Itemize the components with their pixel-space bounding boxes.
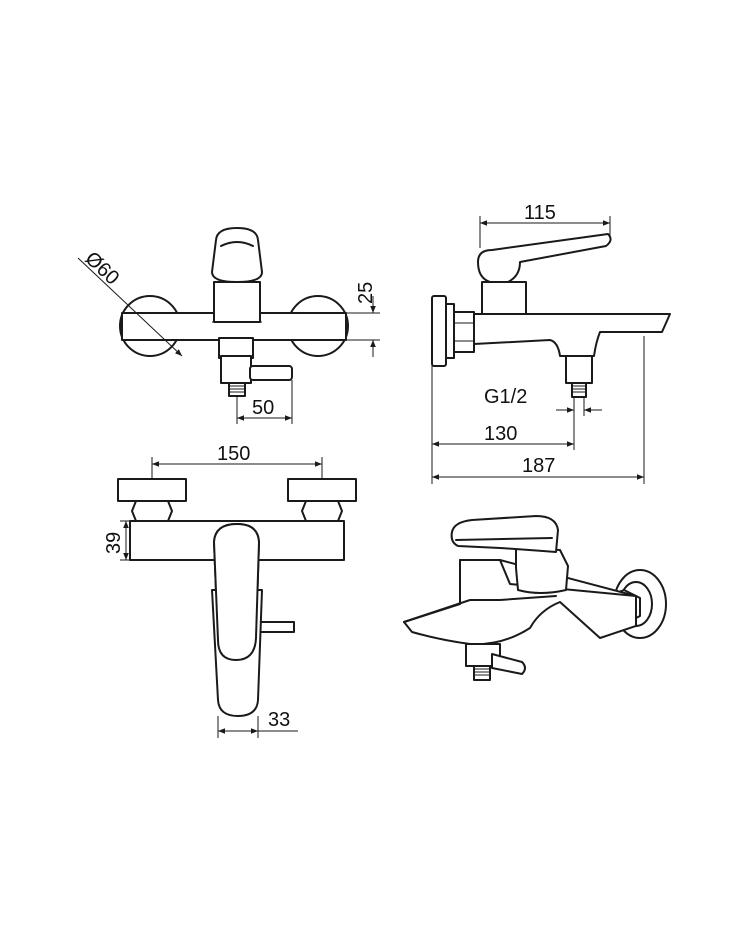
iso-diverter: [491, 653, 526, 675]
outlet-thread: [571, 382, 587, 398]
thread-lines: [229, 385, 245, 393]
spout-body: [473, 313, 671, 357]
outlet-body: [565, 355, 593, 384]
cartridge-body: [213, 281, 261, 323]
cartridge-housing: [481, 281, 527, 315]
right-escutcheon-front: [287, 478, 357, 502]
thread-label: G1/2: [484, 386, 527, 408]
iso-body-edges: [459, 559, 637, 605]
side-view: 115 G1/2 130 187: [431, 202, 671, 484]
diameter-leader: [77, 257, 183, 357]
side-outlet-label: 130: [484, 423, 517, 445]
centres-label: 150: [217, 443, 250, 465]
isometric-view: [403, 515, 667, 681]
hex-facets: [454, 322, 474, 342]
side-thread-lines: [572, 385, 586, 393]
iso-cartridge: [515, 547, 569, 594]
lever-handle: [211, 227, 263, 283]
left-escutcheon-front: [117, 478, 187, 502]
front-view: 150 39 33: [103, 443, 357, 738]
wall-escutcheon: [431, 295, 447, 367]
depth-label: 115: [524, 202, 556, 224]
height-label: 25: [355, 282, 377, 304]
iso-thread: [473, 665, 491, 681]
lever-groove: [220, 241, 254, 247]
right-nut-front: [301, 500, 343, 522]
diameter-label: Ø60: [81, 248, 124, 290]
escutcheon-collar: [445, 303, 455, 359]
diverter-body: [220, 355, 252, 384]
side-lever: [477, 233, 612, 283]
diverter-knob-front: [257, 621, 295, 633]
iso-body: [403, 559, 637, 646]
hex-connector: [453, 311, 475, 353]
left-nut-front: [131, 500, 173, 522]
lever-front-overlay: [213, 523, 260, 661]
front-height-label: 39: [103, 532, 125, 554]
iso-lever-edge: [455, 537, 553, 541]
total-label: 187: [522, 455, 555, 477]
iso-spout-edge: [403, 595, 557, 623]
outlet-label: 50: [252, 397, 274, 419]
iso-thread-lines: [474, 668, 490, 676]
iso-lever: [450, 515, 559, 553]
top-view: Ø60 25 50: [77, 227, 380, 424]
diverter-knob: [249, 365, 293, 381]
front-outlet-label: 33: [268, 709, 290, 731]
